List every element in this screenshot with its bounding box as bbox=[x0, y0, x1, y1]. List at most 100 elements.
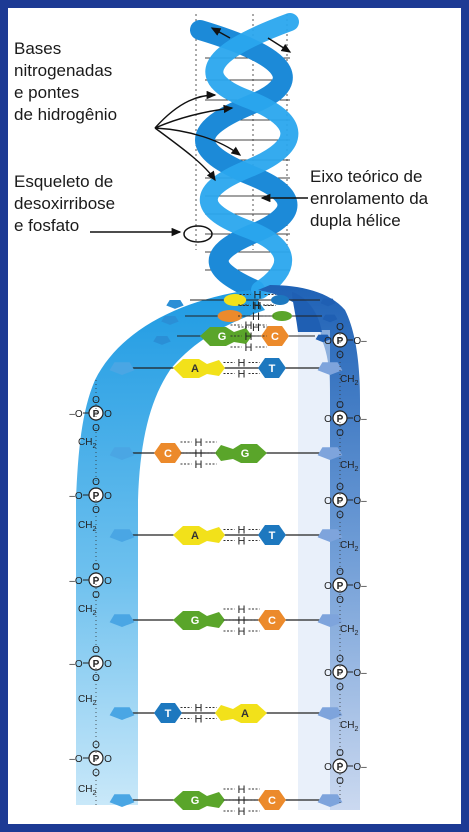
double-helix bbox=[200, 22, 290, 290]
base-a: A bbox=[173, 359, 225, 378]
phosphorus-atom: P bbox=[337, 414, 344, 425]
oxygen-atom: O bbox=[92, 477, 100, 488]
sugar-left bbox=[110, 794, 135, 807]
oxygen-atom: O bbox=[336, 350, 344, 361]
h-atom: H bbox=[245, 342, 253, 354]
oxygen-atom: O bbox=[336, 595, 344, 606]
oxygen-atom: O– bbox=[353, 414, 367, 425]
hydrogen-bonds: HHH bbox=[181, 437, 217, 471]
oxygen-atom: O bbox=[336, 748, 344, 759]
oxygen-atom: O bbox=[104, 409, 112, 420]
h-atom: H bbox=[252, 322, 260, 334]
phosphorus-atom: P bbox=[93, 754, 100, 765]
base-letter: C bbox=[164, 448, 172, 460]
h-atom: H bbox=[238, 626, 246, 638]
h-atom: H bbox=[238, 806, 246, 818]
oxygen-atom: O bbox=[104, 491, 112, 502]
oxygen-atom: –O bbox=[69, 409, 83, 420]
h-atom: H bbox=[195, 459, 203, 471]
base-letter: C bbox=[268, 795, 276, 807]
phosphorus-atom: P bbox=[337, 668, 344, 679]
hydrogen-bonds: HHH bbox=[224, 604, 260, 638]
phosphorus-atom: P bbox=[337, 336, 344, 347]
oxygen-atom: O bbox=[336, 654, 344, 665]
hydrogen-bonds: HH bbox=[224, 358, 260, 381]
oxygen-atom: O bbox=[324, 581, 332, 592]
bases-label-line-4: de hidrogênio bbox=[14, 104, 117, 126]
oxygen-atom: O bbox=[92, 645, 100, 656]
base-letter: G bbox=[191, 615, 200, 627]
backbone-label-line-3: e fosfato bbox=[14, 215, 115, 237]
base-c: C bbox=[258, 790, 286, 810]
hydrogen-bonds: HHH bbox=[224, 784, 260, 818]
base-letter: T bbox=[269, 363, 276, 375]
oxygen-atom: O– bbox=[353, 668, 367, 679]
oxygen-atom: –O bbox=[69, 754, 83, 765]
base-letter: T bbox=[165, 708, 172, 720]
h-atom: H bbox=[238, 369, 246, 381]
oxygen-atom: O– bbox=[353, 336, 367, 347]
base-t: T bbox=[154, 703, 182, 723]
oxygen-atom: O bbox=[92, 505, 100, 516]
oxygen-atom: –O bbox=[69, 576, 83, 587]
backbone-label: Esqueleto de desoxirribose e fosfato bbox=[14, 171, 115, 237]
axis-label: Eixo teórico de enrolamento da dupla hél… bbox=[310, 166, 428, 232]
base-c: C bbox=[261, 326, 289, 346]
phosphorus-atom: P bbox=[337, 496, 344, 507]
base-t: T bbox=[258, 358, 286, 378]
phosphorus-atom: P bbox=[93, 576, 100, 587]
oxygen-atom: O– bbox=[353, 762, 367, 773]
oxygen-atom: O bbox=[324, 762, 332, 773]
base-unlabeled bbox=[271, 295, 289, 305]
oxygen-atom: O bbox=[324, 668, 332, 679]
oxygen-atom: O bbox=[336, 567, 344, 578]
hydrogen-bonds: HH bbox=[224, 525, 260, 548]
base-letter: G bbox=[191, 795, 200, 807]
oxygen-atom: O bbox=[92, 673, 100, 684]
base-letter: G bbox=[218, 331, 227, 343]
bases-label-line-3: e pontes bbox=[14, 82, 117, 104]
oxygen-atom: O bbox=[92, 562, 100, 573]
oxygen-atom: O bbox=[336, 322, 344, 333]
base-t: T bbox=[258, 525, 286, 545]
phosphorus-atom: P bbox=[337, 762, 344, 773]
phosphorus-atom: P bbox=[93, 409, 100, 420]
backbone-label-line-1: Esqueleto de bbox=[14, 171, 115, 193]
oxygen-atom: O bbox=[336, 428, 344, 439]
oxygen-atom: O bbox=[336, 682, 344, 693]
base-g: G bbox=[215, 444, 267, 463]
base-c: C bbox=[258, 610, 286, 630]
backbone-label-line-2: desoxirribose bbox=[14, 193, 115, 215]
sugar-left bbox=[166, 300, 183, 309]
bases-label-line-1: Bases bbox=[14, 38, 117, 60]
oxygen-atom: O– bbox=[353, 581, 367, 592]
base-letter: A bbox=[191, 363, 199, 375]
oxygen-atom: O bbox=[104, 576, 112, 587]
hydrogen-bonds: HH bbox=[181, 703, 217, 726]
base-unlabeled bbox=[224, 294, 246, 306]
base-letter: T bbox=[269, 530, 276, 542]
h-atom: H bbox=[238, 536, 246, 548]
oxygen-atom: O bbox=[92, 740, 100, 751]
oxygen-atom: O bbox=[92, 590, 100, 601]
base-g: G bbox=[173, 791, 225, 810]
base-unlabeled bbox=[272, 311, 292, 321]
oxygen-atom: O bbox=[324, 336, 332, 347]
oxygen-atom: O bbox=[104, 754, 112, 765]
oxygen-atom: O bbox=[92, 768, 100, 779]
oxygen-atom: –O bbox=[69, 659, 83, 670]
base-c: C bbox=[154, 443, 182, 463]
base-letter: C bbox=[271, 331, 279, 343]
oxygen-atom: O– bbox=[353, 496, 367, 507]
oxygen-atom: O bbox=[336, 510, 344, 521]
oxygen-atom: O bbox=[336, 400, 344, 411]
oxygen-atom: O bbox=[104, 659, 112, 670]
bases-label-line-2: nitrogenadas bbox=[14, 60, 117, 82]
base-g: G bbox=[173, 611, 225, 630]
h-atom: H bbox=[195, 714, 203, 726]
oxygen-atom: O bbox=[336, 776, 344, 787]
base-letter: A bbox=[241, 708, 249, 720]
oxygen-atom: O bbox=[324, 496, 332, 507]
